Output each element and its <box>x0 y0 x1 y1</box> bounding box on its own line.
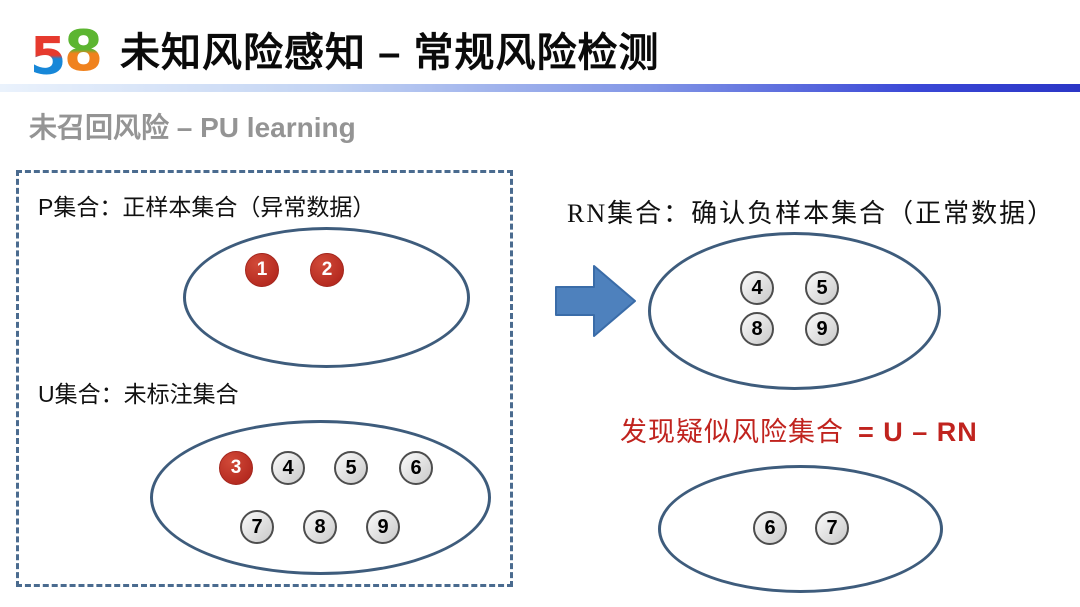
rn-set-label: RN集合：确认负样本集合（正常数据） <box>567 199 1056 228</box>
pu-learning-box <box>16 170 513 587</box>
page-title: 未知风险感知 – 常规风险检测 <box>120 31 660 75</box>
sample-node-unlabeled: 6 <box>399 451 433 485</box>
sample-node-unlabeled: 4 <box>271 451 305 485</box>
sample-node-positive: 3 <box>219 451 253 485</box>
sample-node-unlabeled: 8 <box>303 510 337 544</box>
sample-node-unlabeled: 7 <box>240 510 274 544</box>
u-set-ellipse <box>150 420 491 575</box>
formula-math-text: = U – RN <box>858 417 978 447</box>
logo-digit-8: 8 <box>64 19 103 84</box>
u-set-label: U集合：未标注集合 <box>38 381 239 407</box>
p-set-label: P集合：正样本集合（异常数据） <box>38 194 376 220</box>
sample-node-negative: 9 <box>805 312 839 346</box>
sample-node-unlabeled: 5 <box>334 451 368 485</box>
header-divider <box>0 84 1080 92</box>
suspect-set-formula: 发现疑似风险集合 = U – RN <box>620 410 978 449</box>
rn-set-ellipse <box>648 232 941 390</box>
logo-58-icon: 5 8 <box>30 19 103 87</box>
sample-node-negative: 5 <box>805 271 839 305</box>
formula-chinese-text: 发现疑似风险集合 <box>620 417 844 447</box>
logo-58: 5 8 <box>28 12 118 89</box>
sample-node-suspect: 6 <box>753 511 787 545</box>
suspect-set-ellipse <box>658 465 943 593</box>
logo-digit-5: 5 <box>30 27 66 84</box>
sample-node-negative: 8 <box>740 312 774 346</box>
sample-node-negative: 4 <box>740 271 774 305</box>
section-subtitle: 未召回风险 – PU learning <box>29 112 356 143</box>
right-arrow-icon <box>554 263 638 345</box>
sample-node-unlabeled: 9 <box>366 510 400 544</box>
sample-node-positive: 2 <box>310 253 344 287</box>
p-set-ellipse <box>183 227 470 368</box>
sample-node-suspect: 7 <box>815 511 849 545</box>
sample-node-positive: 1 <box>245 253 279 287</box>
